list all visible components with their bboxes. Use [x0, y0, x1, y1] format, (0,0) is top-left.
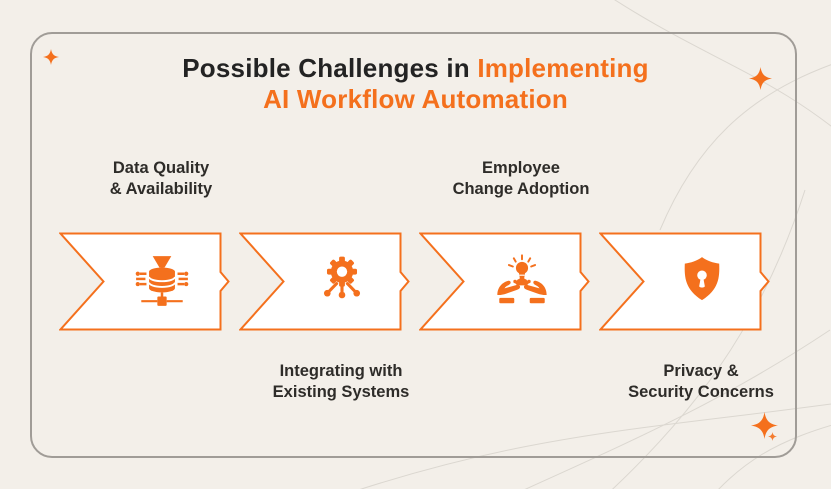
chevron-banner — [599, 232, 770, 331]
chevron-banner — [239, 232, 410, 331]
chevron-banner — [59, 232, 230, 331]
card-border — [30, 32, 797, 458]
title-accent-line2: AI Workflow Automation — [263, 84, 568, 114]
title-dark-text: Possible Challenges in — [182, 53, 470, 83]
database-funnel-icon — [135, 256, 189, 306]
step-integrating — [239, 232, 411, 331]
page-title: Possible Challenges in Implementing AI W… — [0, 53, 831, 115]
step-label-integrating: Integrating with Existing Systems — [272, 362, 410, 401]
step-employee — [419, 232, 591, 331]
title-accent-word: Implementing — [477, 53, 649, 83]
step-label-data-quality: Data Quality & Availability — [109, 159, 213, 198]
step-label-privacy: Privacy & Security Concerns — [628, 362, 774, 401]
shield-lock-icon — [684, 257, 720, 301]
gear-network-icon — [323, 256, 361, 299]
step-privacy — [599, 232, 771, 331]
chevron-banner — [419, 232, 590, 331]
step-data-quality — [59, 232, 231, 331]
step-label-employee: Employee Change Adoption — [452, 159, 590, 198]
hands-lightbulb-icon — [497, 254, 547, 304]
